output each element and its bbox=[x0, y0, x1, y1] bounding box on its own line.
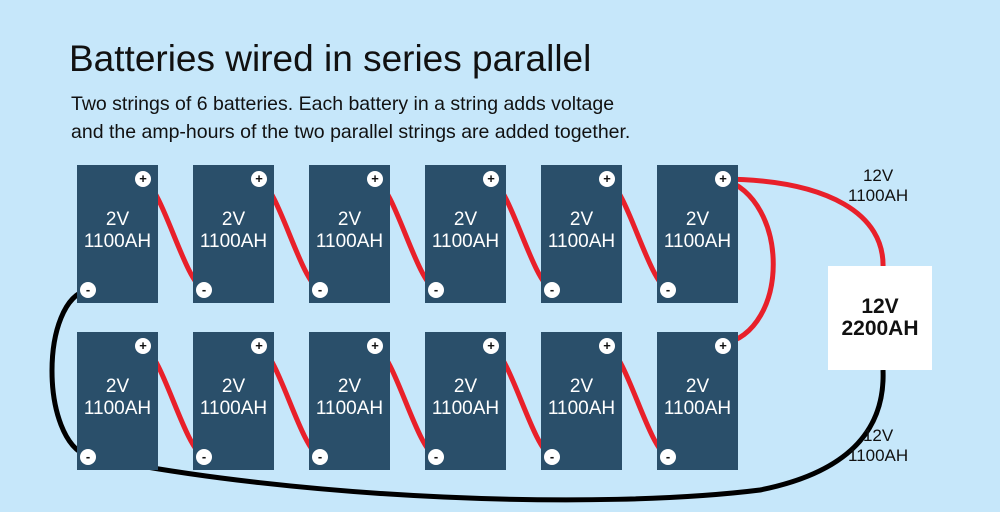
battery-capacity: 1100AH bbox=[547, 398, 616, 419]
negative-terminal-icon: - bbox=[428, 449, 444, 465]
battery-voltage: 2V bbox=[685, 209, 710, 230]
positive-output-wire bbox=[722, 176, 886, 269]
positive-terminal-icon: + bbox=[599, 338, 615, 354]
bottom-string-capacity: 1100AH bbox=[848, 446, 909, 465]
output-total-box: 12V 2200AH bbox=[828, 266, 932, 370]
negative-terminal-icon: - bbox=[312, 449, 328, 465]
battery-capacity: 1100AH bbox=[83, 398, 152, 419]
positive-terminal-icon: + bbox=[251, 171, 267, 187]
positive-terminal-icon: + bbox=[715, 338, 731, 354]
battery-capacity: 1100AH bbox=[83, 231, 152, 252]
negative-terminal-icon: - bbox=[196, 449, 212, 465]
output-voltage: 12V bbox=[861, 295, 899, 318]
diagram-title: Batteries wired in series parallel bbox=[69, 38, 592, 79]
battery-capacity: 1100AH bbox=[199, 231, 268, 252]
top-string-label: 12V 1100AH bbox=[848, 166, 908, 206]
negative-terminal-icon: - bbox=[196, 282, 212, 298]
output-capacity: 2200AH bbox=[841, 317, 919, 340]
negative-terminal-icon: - bbox=[660, 282, 676, 298]
positive-terminal-icon: + bbox=[715, 171, 731, 187]
positive-terminal-icon: + bbox=[483, 171, 499, 187]
positive-terminal-icon: + bbox=[251, 338, 267, 354]
battery-capacity: 1100AH bbox=[315, 231, 384, 252]
top-string-voltage: 12V bbox=[862, 166, 894, 185]
positive-terminal-icon: + bbox=[367, 338, 383, 354]
battery-voltage: 2V bbox=[105, 209, 130, 230]
positive-terminal-icon: + bbox=[599, 171, 615, 187]
subtitle-line-1: Two strings of 6 batteries. Each battery… bbox=[71, 93, 615, 115]
negative-terminal-icon: - bbox=[312, 282, 328, 298]
battery-capacity: 1100AH bbox=[547, 231, 616, 252]
positive-terminal-icon: + bbox=[135, 171, 151, 187]
battery-voltage: 2V bbox=[569, 376, 594, 397]
negative-output-wire bbox=[87, 369, 886, 503]
top-string-capacity: 1100AH bbox=[848, 186, 909, 205]
parallel-negative-wire bbox=[49, 287, 90, 459]
bottom-string-voltage: 12V bbox=[862, 426, 894, 445]
negative-terminal-icon: - bbox=[544, 282, 560, 298]
battery-voltage: 2V bbox=[337, 376, 362, 397]
battery-capacity: 1100AH bbox=[431, 231, 500, 252]
negative-terminal-icon: - bbox=[80, 449, 96, 465]
negative-terminal-icon: - bbox=[428, 282, 444, 298]
battery-capacity: 1100AH bbox=[199, 398, 268, 419]
battery-capacity: 1100AH bbox=[663, 231, 732, 252]
battery-voltage: 2V bbox=[453, 209, 478, 230]
battery-voltage: 2V bbox=[685, 376, 710, 397]
battery-capacity: 1100AH bbox=[431, 398, 500, 419]
positive-terminal-icon: + bbox=[483, 338, 499, 354]
parallel-positive-wire bbox=[722, 176, 776, 347]
negative-terminal-icon: - bbox=[544, 449, 560, 465]
bottom-string-label: 12V 1100AH bbox=[848, 426, 908, 466]
positive-terminal-icon: + bbox=[367, 171, 383, 187]
battery-capacity: 1100AH bbox=[663, 398, 732, 419]
battery-voltage: 2V bbox=[221, 376, 246, 397]
battery-voltage: 2V bbox=[569, 209, 594, 230]
battery-voltage: 2V bbox=[453, 376, 478, 397]
subtitle-line-2: and the amp-hours of the two parallel st… bbox=[71, 121, 631, 143]
battery-voltage: 2V bbox=[221, 209, 246, 230]
negative-terminal-icon: - bbox=[80, 282, 96, 298]
battery-capacity: 1100AH bbox=[315, 398, 384, 419]
negative-terminal-icon: - bbox=[660, 449, 676, 465]
battery-voltage: 2V bbox=[105, 376, 130, 397]
battery-voltage: 2V bbox=[337, 209, 362, 230]
positive-terminal-icon: + bbox=[135, 338, 151, 354]
